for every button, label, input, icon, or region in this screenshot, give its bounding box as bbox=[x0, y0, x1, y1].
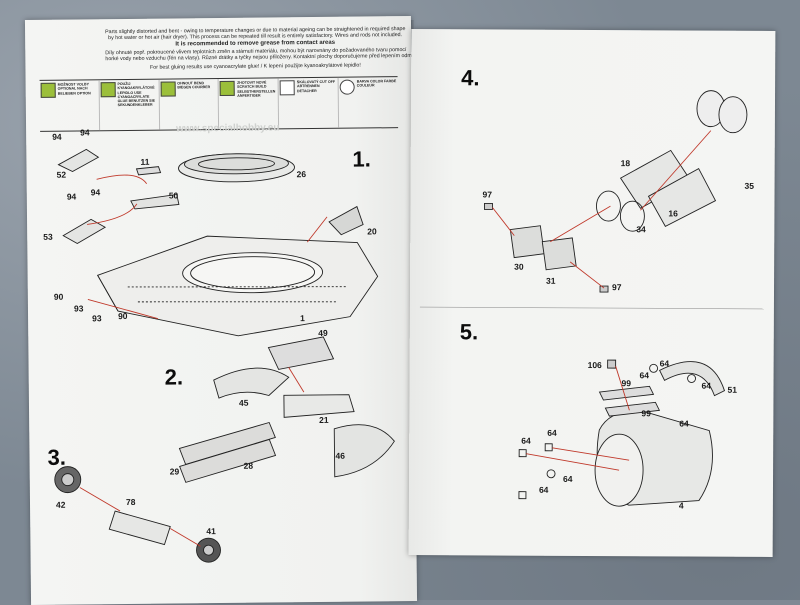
part-label: 50 bbox=[168, 190, 179, 201]
part-label: 30 bbox=[514, 261, 524, 272]
part-label: 45 bbox=[238, 397, 249, 408]
part-label: 52 bbox=[56, 169, 67, 180]
part-label: 90 bbox=[118, 310, 128, 322]
part-label: 41 bbox=[206, 526, 216, 537]
part-label: 94 bbox=[66, 191, 77, 202]
part-label: 64 bbox=[547, 427, 557, 438]
part-label: 28 bbox=[243, 460, 254, 471]
part-label: 4 bbox=[678, 500, 684, 511]
step-number-5: 5. bbox=[459, 319, 479, 345]
part-label: 64 bbox=[521, 435, 531, 446]
part-label: 64 bbox=[701, 380, 712, 391]
part-label: 64 bbox=[639, 370, 650, 381]
part-label: 16 bbox=[668, 208, 678, 219]
part-label: 99 bbox=[641, 408, 651, 419]
part-label: 26 bbox=[296, 169, 307, 180]
part-label: 64 bbox=[659, 358, 670, 369]
part-label: 46 bbox=[335, 450, 346, 461]
part-label: 64 bbox=[538, 484, 549, 495]
part-label: 29 bbox=[169, 466, 180, 477]
part-label: 93 bbox=[73, 303, 84, 314]
part-label: 53 bbox=[43, 231, 53, 242]
part-label: 99 bbox=[621, 378, 632, 389]
part-label: 1 bbox=[300, 313, 305, 324]
part-label: 21 bbox=[319, 414, 329, 425]
part-label: 11 bbox=[140, 156, 150, 167]
part-label: 93 bbox=[92, 313, 102, 324]
left-instruction-page: Parts slightly distorted and bent - owin… bbox=[24, 15, 423, 605]
part-label: 35 bbox=[744, 180, 755, 191]
part-label: 90 bbox=[53, 291, 64, 302]
part-label: 78 bbox=[125, 496, 136, 508]
part-label: 64 bbox=[679, 418, 689, 429]
part-label: 94 bbox=[80, 127, 90, 138]
part-label: 97 bbox=[482, 189, 493, 200]
step-number-3: 3. bbox=[47, 444, 67, 470]
part-label: 94 bbox=[52, 131, 62, 142]
part-label: 34 bbox=[636, 224, 646, 235]
part-label: 106 bbox=[587, 359, 602, 371]
part-label: 18 bbox=[620, 158, 631, 169]
step-number-4: 4. bbox=[461, 65, 480, 91]
part-label: 97 bbox=[612, 282, 622, 293]
part-label: 64 bbox=[563, 473, 573, 484]
part-label: 31 bbox=[546, 275, 556, 286]
right-instruction-page: 4. 5. 97 18 35 16 34 30 31 97 106 64 64 … bbox=[408, 29, 776, 557]
step-number-2: 2. bbox=[164, 364, 184, 390]
left-page-drawings bbox=[54, 148, 395, 563]
part-label: 49 bbox=[318, 327, 328, 338]
part-label: 20 bbox=[367, 226, 377, 237]
step-number-1: 1. bbox=[352, 146, 371, 172]
part-label: 94 bbox=[90, 187, 101, 198]
part-label: 51 bbox=[727, 384, 737, 395]
right-page-drawings bbox=[419, 90, 764, 507]
part-label: 42 bbox=[55, 499, 66, 510]
